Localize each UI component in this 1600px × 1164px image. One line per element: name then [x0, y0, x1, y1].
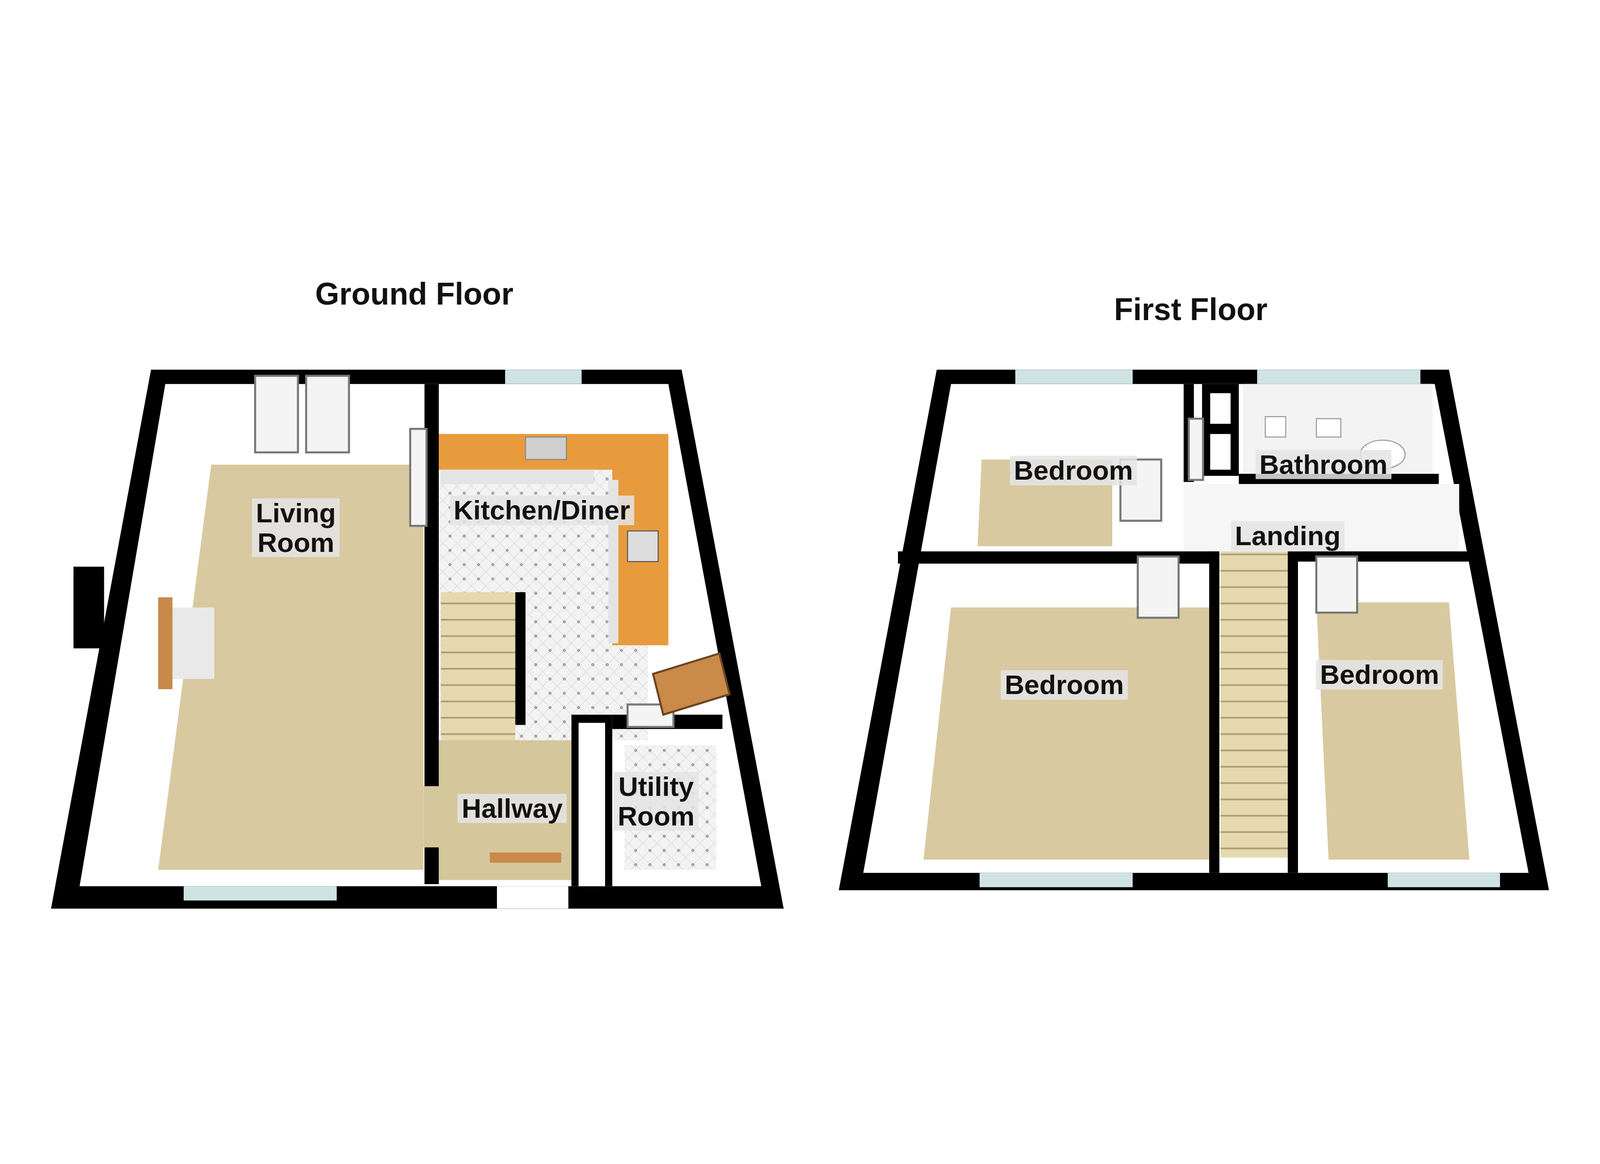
doorway: [496, 885, 569, 909]
room-label: Kitchen/Diner: [449, 495, 634, 525]
window: [1015, 369, 1133, 384]
room-label: Bathroom: [1255, 449, 1392, 480]
hallway-floor: [438, 739, 572, 880]
outer-wall: [838, 369, 1550, 890]
cupboards: [440, 469, 594, 484]
wall-face: [578, 722, 606, 886]
room: Landing: [1183, 483, 1459, 552]
french-door: [305, 375, 349, 453]
bedroom-floor: [923, 607, 1210, 860]
room: Kitchen/Diner: [436, 428, 670, 735]
room-label: Landing: [1231, 521, 1345, 551]
landing-floor: [1183, 483, 1459, 552]
door: [1188, 418, 1203, 480]
internal-wall: [1287, 551, 1298, 873]
sink: [525, 436, 567, 460]
wall-face: [863, 384, 1529, 873]
floor-heading: Ground Floor: [315, 276, 514, 311]
room: Bedroom: [918, 567, 1210, 864]
floor-plan: First FloorBedroomBathroomLandingBedroom…: [834, 280, 1555, 898]
internal-wall: [571, 714, 613, 887]
door: [1137, 556, 1179, 618]
window: [1387, 872, 1501, 887]
bedroom-floor: [1316, 602, 1470, 860]
room: Hallway: [436, 736, 578, 882]
room: Living Room: [158, 459, 426, 873]
doorway: [423, 785, 440, 848]
room-label: Bedroom: [1000, 670, 1128, 700]
toilet: [1265, 416, 1286, 437]
cupboard-wall: [1201, 384, 1239, 476]
window: [183, 885, 337, 900]
room-label: Living Room: [252, 498, 340, 558]
room-label: Bedroom: [1009, 455, 1137, 485]
hob: [627, 530, 658, 562]
cupboard: [1210, 433, 1231, 470]
window: [505, 369, 582, 384]
cupboard: [1210, 393, 1231, 424]
floor-heading: First Floor: [1114, 291, 1268, 326]
room: Bedroom: [1297, 567, 1472, 864]
stair-wall: [515, 592, 526, 725]
room-label: Utility Room: [613, 771, 699, 831]
internal-wall: [1209, 551, 1220, 873]
window: [1257, 369, 1421, 384]
room: Bedroom: [959, 445, 1184, 552]
window: [979, 872, 1133, 887]
staircase: [1220, 551, 1288, 858]
front-door: [489, 852, 561, 863]
chimney: [73, 566, 105, 648]
room-label: Bedroom: [1315, 659, 1443, 689]
wall-face: [79, 384, 762, 886]
door: [1316, 556, 1358, 613]
floor-plan: Ground FloorLiving Room Kitchen/DinerHall…: [46, 267, 789, 915]
back-door: [653, 653, 730, 715]
basin: [1316, 418, 1342, 437]
room-label: Hallway: [457, 793, 567, 823]
living-room-floor: [158, 464, 424, 870]
outer-wall: [50, 369, 784, 909]
room: Bathroom: [1238, 428, 1440, 480]
door: [410, 428, 427, 526]
room: Utility Room: [595, 728, 723, 874]
french-door: [255, 375, 298, 453]
fireplace: [158, 597, 173, 689]
